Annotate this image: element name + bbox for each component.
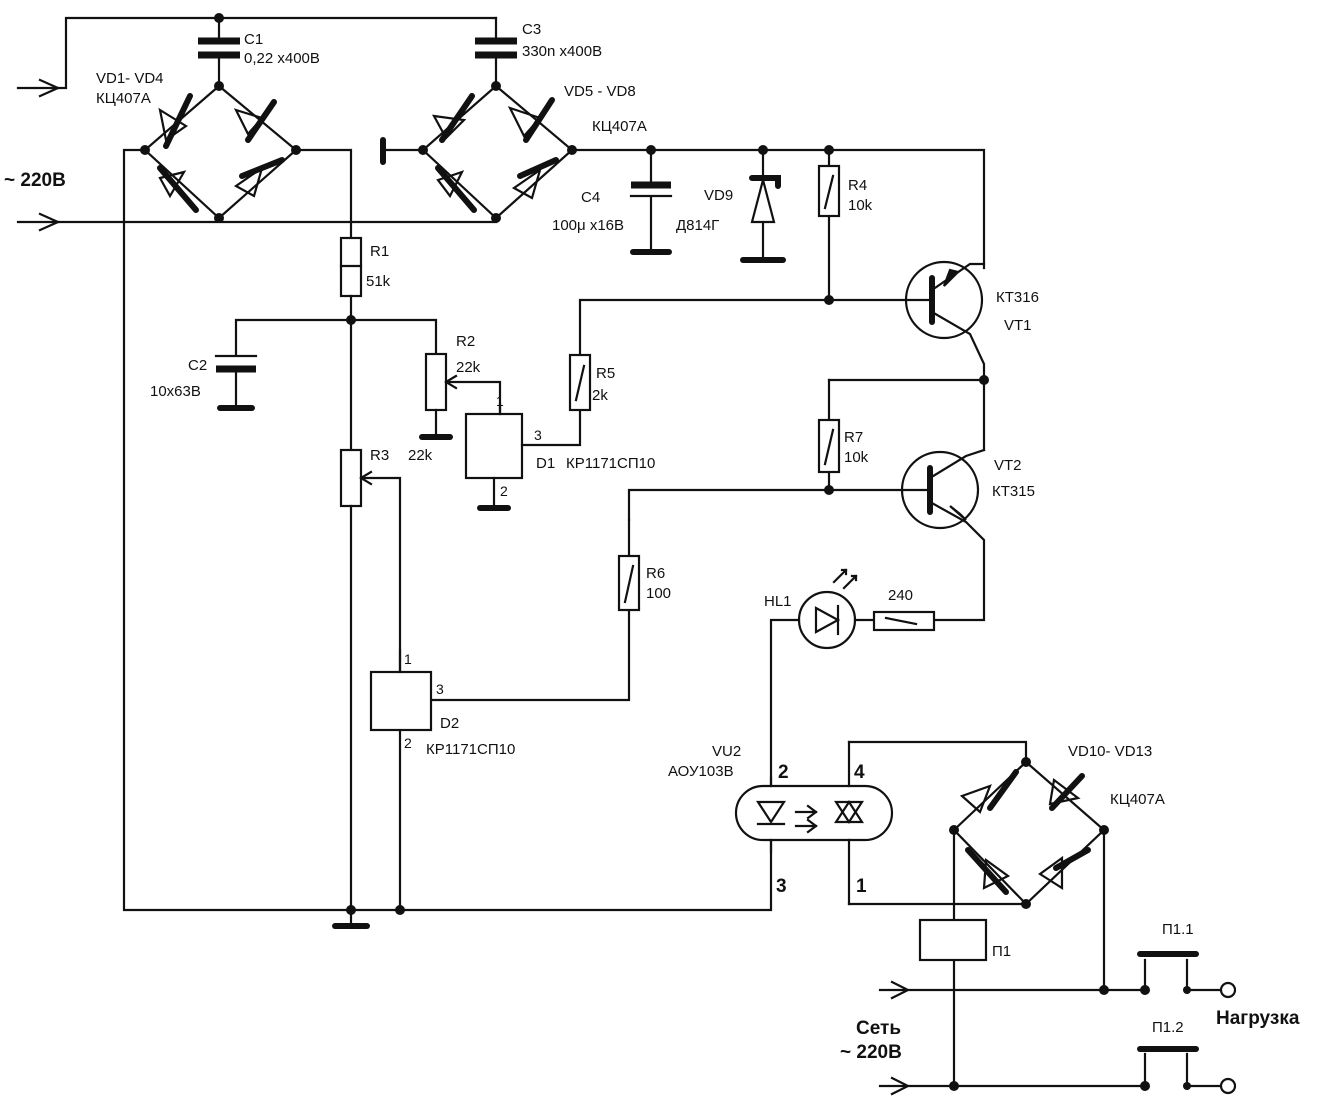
vt1-vt2-node: [827, 375, 989, 452]
r5-name: R5: [596, 365, 615, 382]
r3-name: R3: [370, 447, 389, 464]
vu2-type: АОУ103В: [668, 763, 734, 780]
d2-pin3: 3: [436, 681, 444, 697]
capacitor-c2: [214, 318, 353, 411]
load-label: Нагрузка: [1216, 1008, 1300, 1029]
mains-input-wiring: [16, 16, 498, 232]
resistor-r4: [817, 145, 841, 305]
ic-d2: [369, 648, 433, 732]
resistor-r3: [332, 448, 405, 929]
contact-p1-2-name: П1.2: [1152, 1019, 1184, 1036]
relay-name: П1: [992, 943, 1011, 960]
bridge-vd5-vd8: [380, 84, 574, 220]
resistor-r5: [568, 298, 831, 412]
mains-input-label: ~ 220В: [4, 170, 66, 191]
vd9-type: Д814Г: [676, 217, 719, 234]
resistor-r7: [817, 378, 841, 495]
resistor-r1: [339, 236, 363, 452]
d2-name: D2: [440, 715, 459, 732]
vu2-pin2: 2: [778, 762, 789, 783]
mains-output-voltage: ~ 220В: [840, 1042, 902, 1063]
vt1-type: КТ316: [996, 289, 1039, 306]
d2-pin1: 1: [404, 651, 412, 667]
vd10-name: VD10- VD13: [1068, 743, 1152, 760]
resistor-240-value: 240: [888, 587, 913, 604]
vd10-type: КЦ407А: [1110, 791, 1165, 808]
d2-pin2: 2: [404, 735, 412, 751]
r7-name: R7: [844, 429, 863, 446]
c3-value: 330n x400B: [522, 43, 602, 60]
r1-name: R1: [370, 243, 389, 260]
transistor-vt1: [827, 260, 986, 382]
capacitor-c1: [198, 16, 240, 88]
vu2-pin3: 3: [776, 876, 787, 897]
ground-rail: [122, 148, 773, 912]
d1-name: D1: [536, 455, 555, 472]
hl1-name: HL1: [764, 593, 792, 610]
vd5-type: КЦ407А: [592, 118, 647, 135]
c1-value: 0,22 x400B: [244, 50, 320, 67]
capacitor-c3: [475, 16, 517, 88]
r4-name: R4: [848, 177, 867, 194]
vu2-pin1: 1: [856, 876, 867, 897]
r5-value: 2k: [592, 387, 608, 404]
ic-d1: [464, 402, 582, 511]
r6-name: R6: [646, 565, 665, 582]
vt1-name: VT1: [1004, 317, 1032, 334]
relay-coil-p1: [918, 828, 1106, 1091]
c2-value: 10x63B: [150, 383, 201, 400]
resistor-r6: [430, 518, 641, 702]
d1-pin2: 2: [500, 483, 508, 499]
bridge-vd1-vd4: [143, 84, 298, 220]
c2-name: C2: [188, 357, 207, 374]
r3-value: 22k: [408, 447, 433, 464]
vd5-name: VD5 - VD8: [564, 83, 636, 100]
component-labels: C1 0,22 x400B C3 330n x400B VD1- VD4 КЦ4…: [4, 21, 1300, 1063]
vt2-type: КТ315: [992, 483, 1035, 500]
r2-name: R2: [456, 333, 475, 350]
capacitor-c4: [629, 145, 673, 255]
d1-pin1: 1: [496, 393, 504, 409]
vd9-name: VD9: [704, 187, 733, 204]
vd1-type: КЦ407А: [96, 90, 151, 107]
r7-value: 10k: [844, 449, 869, 466]
led-hl1: [769, 568, 876, 842]
zener-vd9: [740, 145, 786, 263]
mains-output-label: Сеть: [856, 1018, 901, 1039]
contact-p1-1-name: П1.1: [1162, 921, 1194, 938]
vd1-name: VD1- VD4: [96, 70, 164, 87]
r4-value: 10k: [848, 197, 873, 214]
r6-value: 100: [646, 585, 671, 602]
d2-type: КР1171СП10: [426, 741, 515, 758]
c1-name: C1: [244, 31, 263, 48]
c3-name: C3: [522, 21, 541, 38]
d1-type: КР1171СП10: [566, 455, 655, 472]
resistor-240: [872, 610, 936, 632]
vu2-pin4: 4: [854, 762, 865, 783]
positive-rail: [570, 148, 986, 270]
vu2-name: VU2: [712, 743, 741, 760]
junction-dots: [140, 13, 577, 223]
c4-name: C4: [581, 189, 600, 206]
optocoupler-vu2: [734, 740, 894, 906]
d1-pin3: 3: [534, 427, 542, 443]
c4-value: 100μ x16B: [552, 217, 624, 234]
vt2-name: VT2: [994, 457, 1022, 474]
r1-value: 51k: [366, 273, 391, 290]
transistor-vt2: [627, 448, 986, 622]
r2-value: 22k: [456, 359, 481, 376]
output-wiring: [878, 951, 1237, 1096]
